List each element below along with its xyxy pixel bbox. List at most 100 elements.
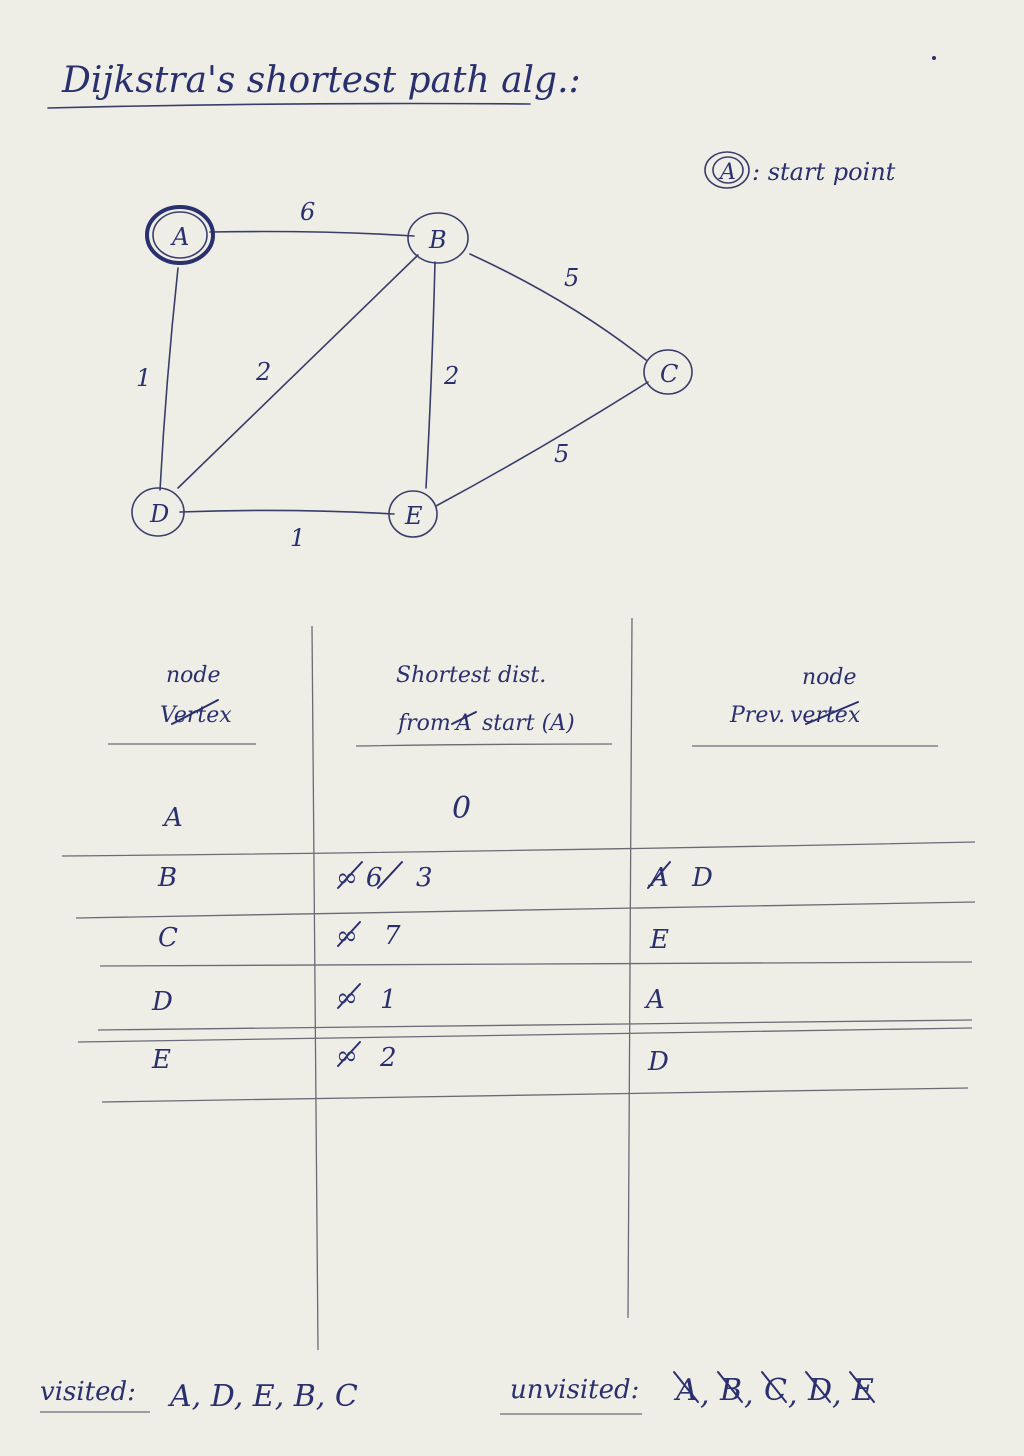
row-e-distance: 2 xyxy=(379,1043,397,1073)
row-d-node: D xyxy=(151,987,173,1017)
weight-d-b: 2 xyxy=(255,358,271,386)
page-title: Dijkstra's shortest path alg.: xyxy=(61,60,581,101)
unvisited-separator: , xyxy=(788,1377,798,1412)
row-e-node: E xyxy=(151,1045,171,1075)
header-distance-line2-end: start (A) xyxy=(482,711,575,736)
row-b-previous-strike-mark xyxy=(647,861,671,889)
row-a-distance: 0 xyxy=(452,791,471,826)
edge-d-b xyxy=(177,254,419,489)
row-c-distance-strike-mark xyxy=(337,921,361,947)
row-a-node: A xyxy=(162,803,183,833)
unvisited-label: unvisited: xyxy=(510,1375,639,1405)
node-c: C xyxy=(643,349,693,395)
row-b-distance: 3 xyxy=(416,863,433,893)
node-b-label: B xyxy=(428,226,447,254)
table-row-c: C ∞ 7 E xyxy=(158,921,669,955)
table-row-rules xyxy=(61,841,976,1103)
legend-node-label: A xyxy=(718,160,736,185)
row-c-previous: E xyxy=(649,925,669,955)
edge-a-b xyxy=(209,230,415,237)
weight-b-c: 5 xyxy=(564,264,579,292)
unvisited-item-d-strike-mark xyxy=(805,1371,831,1403)
legend-node-outer-circle xyxy=(704,151,750,189)
edge-a-d xyxy=(159,267,179,491)
row-b-distance-struck: ∞ 6 xyxy=(336,863,382,893)
visited-label: visited: xyxy=(40,1377,136,1407)
header-previous-top: node xyxy=(802,665,857,690)
row-c-distance: 7 xyxy=(384,921,401,951)
weight-a-b: 6 xyxy=(300,198,315,226)
node-a-start: A xyxy=(145,205,215,265)
unvisited-item-a: A xyxy=(673,1373,698,1408)
unvisited-items: A,B,C,D,E xyxy=(673,1371,875,1412)
row-rule-2 xyxy=(75,901,976,919)
header-distance-from: from xyxy=(396,711,451,736)
node-a-circle xyxy=(152,211,208,259)
node-b-circle xyxy=(407,212,469,264)
node-a-heavy-ring xyxy=(145,205,215,265)
node-e: E xyxy=(388,490,438,538)
node-c-label: C xyxy=(660,360,678,388)
unvisited-item-b-strike-mark xyxy=(717,1371,743,1403)
header-previous-main: Prev. xyxy=(729,703,785,728)
node-e-circle xyxy=(388,490,438,538)
unvisited-separator: , xyxy=(744,1377,754,1412)
row-rule-5 xyxy=(77,1027,973,1043)
row-e-distance-strike-mark xyxy=(337,1041,361,1067)
header-node-struck: Vertex xyxy=(160,703,232,728)
row-rule-6 xyxy=(101,1087,969,1103)
node-c-circle xyxy=(643,349,693,395)
column-divider-2 xyxy=(627,617,633,1319)
graph-nodes: A B C D E xyxy=(131,205,693,538)
table-row-a: A 0 xyxy=(162,791,471,833)
weight-d-e: 1 xyxy=(290,524,305,552)
table-column-dividers xyxy=(311,617,633,1351)
header-previous-strike-mark xyxy=(805,701,859,725)
edge-e-c xyxy=(435,381,649,507)
edge-b-e xyxy=(425,261,436,489)
title-underline xyxy=(47,102,531,109)
graph-edges xyxy=(159,230,649,515)
node-d-circle xyxy=(131,487,185,537)
table-header-node: node Vertex xyxy=(108,663,256,745)
stray-pen-dot xyxy=(932,56,936,60)
header-distance-strike-mark xyxy=(451,711,477,725)
visited-list: visited: A, D, E, B, C xyxy=(40,1377,358,1414)
edge-b-c xyxy=(469,253,647,361)
visited-value: A, D, E, B, C xyxy=(167,1379,358,1414)
header-node-strike-mark xyxy=(171,699,219,725)
weight-e-c: 5 xyxy=(554,440,569,468)
node-a-label: A xyxy=(170,223,189,251)
row-e-previous: D xyxy=(647,1047,669,1077)
header-distance-line1: Shortest dist. xyxy=(396,663,546,688)
unvisited-item-a-strike-mark xyxy=(673,1371,699,1403)
weight-b-e: 2 xyxy=(443,362,459,390)
row-d-distance-strike-mark xyxy=(337,983,361,1009)
row-d-distance: 1 xyxy=(380,985,397,1015)
table-row-d: D ∞ 1 A xyxy=(151,983,665,1017)
row-rule-4 xyxy=(97,1019,973,1031)
unvisited-item-e-strike-mark xyxy=(849,1371,875,1403)
row-rule-1 xyxy=(61,841,976,857)
unvisited-item-c-strike-mark xyxy=(761,1371,787,1403)
legend-text: : start point xyxy=(752,158,896,186)
table-row-e: E ∞ 2 D xyxy=(151,1041,669,1077)
row-b-distance-strike-mark-1 xyxy=(337,861,363,889)
row-b-node: B xyxy=(157,863,177,893)
unvisited-separator: , xyxy=(832,1377,842,1412)
header-node-top: node xyxy=(166,663,221,688)
weight-a-d: 1 xyxy=(136,364,151,392)
column-divider-1 xyxy=(311,625,319,1351)
row-b-distance-strike-mark-2 xyxy=(377,861,403,889)
edge-d-e xyxy=(179,509,395,515)
unvisited-separator: , xyxy=(700,1377,710,1412)
node-b: B xyxy=(407,212,469,264)
unvisited-list: unvisited: A,B,C,D,E xyxy=(500,1371,875,1415)
header-distance-underline xyxy=(355,743,613,747)
row-c-node: C xyxy=(158,923,178,953)
node-d-label: D xyxy=(149,500,169,528)
table-header-previous: node Prev. vertex xyxy=(692,665,938,747)
start-point-legend: A : start point xyxy=(704,151,896,189)
row-rule-3 xyxy=(99,961,973,967)
